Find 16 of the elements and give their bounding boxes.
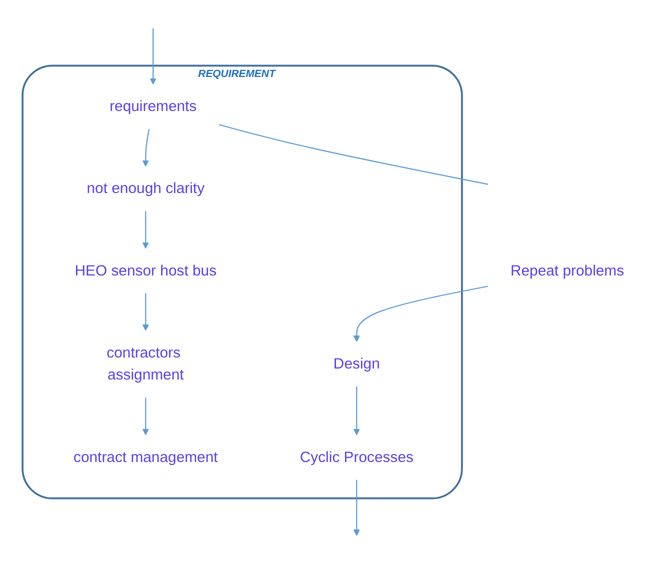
arrow xyxy=(353,480,360,536)
node-text: contract management xyxy=(73,449,218,466)
node-text: HEO sensor host bus xyxy=(74,262,217,280)
node-text: Cyclic Processes xyxy=(300,449,414,466)
arrow xyxy=(142,128,150,167)
arrow xyxy=(150,28,156,85)
node-text: Design xyxy=(333,356,380,372)
node-text: not enough clarity xyxy=(86,180,205,197)
node-text: requirements xyxy=(110,98,197,115)
node-text: contractors assignment xyxy=(106,344,184,384)
arrow xyxy=(353,286,488,342)
arrow xyxy=(353,386,360,436)
node-text: Repeat problems xyxy=(510,262,624,280)
arrow xyxy=(142,211,149,249)
arrow xyxy=(142,398,149,436)
arrow xyxy=(142,293,149,331)
